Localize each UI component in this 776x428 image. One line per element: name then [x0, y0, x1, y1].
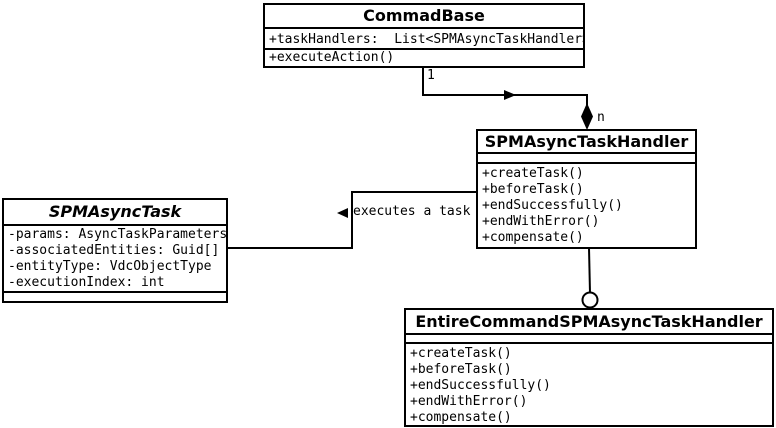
generalization-circle-icon — [581, 291, 599, 309]
class-title: CommadBase — [363, 6, 485, 25]
attribute-row: +taskHandlers: List<SPMAsyncTaskHandler> — [269, 32, 583, 47]
attribute-row: -entityType: VdcObjectType — [8, 259, 212, 274]
method-row: +createTask() — [482, 166, 584, 181]
multiplicity-label-n: n — [597, 110, 605, 125]
class-spm-async-task-handler: SPMAsyncTaskHandler +createTask() +befor… — [476, 129, 697, 249]
class-spm-async-task: SPMAsyncTask -params: AsyncTaskParameter… — [2, 198, 228, 303]
multiplicity-label-one: 1 — [427, 68, 435, 83]
method-row: +endWithError() — [482, 214, 600, 229]
class-title: SPMAsyncTask — [48, 202, 182, 221]
aggregation-connector-line — [422, 68, 588, 105]
class-entire-command-spm-async-task-handler: EntireCommandSPMAsyncTaskHandler +create… — [404, 308, 774, 427]
method-row: +executeAction() — [269, 50, 395, 65]
method-row: +createTask() — [410, 346, 512, 361]
generalization-connector-line — [588, 247, 591, 294]
attribute-row: -executionIndex: int — [8, 275, 165, 290]
class-title: SPMAsyncTaskHandler — [484, 132, 689, 151]
methods-compartment: +createTask() +beforeTask() +endSuccessf… — [406, 342, 772, 425]
method-row: +endWithError() — [410, 394, 528, 409]
attributes-compartment: +taskHandlers: List<SPMAsyncTaskHandler> — [265, 27, 583, 48]
association-connector-line — [228, 191, 476, 249]
attribute-row: -params: AsyncTaskParameters — [8, 227, 226, 242]
method-row: +beforeTask() — [482, 182, 584, 197]
method-row: +beforeTask() — [410, 362, 512, 377]
class-commad-base: CommadBase +taskHandlers: List<SPMAsyncT… — [263, 3, 585, 68]
methods-compartment: +executeAction() — [265, 48, 583, 66]
method-row: +compensate() — [482, 230, 584, 245]
method-row: +compensate() — [410, 410, 512, 425]
attributes-compartment-empty — [406, 333, 772, 342]
methods-compartment-empty — [4, 291, 226, 301]
methods-compartment: +createTask() +beforeTask() +endSuccessf… — [478, 162, 695, 247]
association-label: executes a task — [353, 204, 471, 219]
method-row: +endSuccessfully() — [410, 378, 551, 393]
attribute-row: -associatedEntities: Guid[] — [8, 243, 220, 258]
aggregation-diamond-icon — [581, 103, 593, 130]
attributes-compartment: -params: AsyncTaskParameters -associated… — [4, 224, 226, 291]
method-row: +endSuccessfully() — [482, 198, 623, 213]
class-title: EntireCommandSPMAsyncTaskHandler — [415, 312, 763, 331]
navigability-arrow-icon — [504, 90, 516, 100]
attributes-compartment-empty — [478, 152, 695, 162]
association-direction-arrow-icon — [337, 208, 348, 218]
